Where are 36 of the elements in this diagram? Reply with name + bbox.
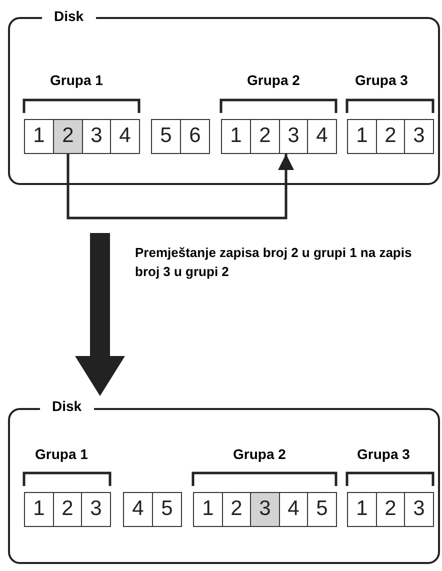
record-cell: 2 (53, 492, 82, 527)
record-cell: 2 (53, 119, 83, 154)
record-cell: 5 (151, 119, 181, 154)
record-cell: 3 (404, 119, 434, 154)
record-cell: 1 (24, 119, 54, 154)
panel-title: Disk (40, 398, 94, 414)
group-label: Grupa 3 (355, 72, 408, 88)
record-cell: 4 (110, 119, 140, 154)
record-cell: 3 (82, 119, 111, 154)
record-cell: 4 (279, 492, 308, 527)
arrow (66, 154, 294, 220)
group-label: Grupa 3 (357, 446, 410, 462)
record-cell: 5 (152, 492, 182, 527)
record-cell: 2 (250, 119, 280, 154)
panel-title: Disk (42, 8, 96, 24)
arrow (75, 233, 125, 396)
record-cell: 1 (347, 119, 377, 154)
record-cell: 5 (307, 492, 337, 527)
record-cell: 1 (193, 492, 223, 527)
record-cell: 1 (24, 492, 54, 527)
group-label: Grupa 2 (233, 446, 286, 462)
group-label: Grupa 2 (247, 72, 300, 88)
record-cell: 4 (123, 492, 153, 527)
record-cell: 2 (222, 492, 251, 527)
record-cell: 3 (250, 492, 280, 527)
record-cell: 1 (347, 492, 377, 527)
record-cell: 3 (404, 492, 434, 527)
record-cell: 4 (307, 119, 337, 154)
record-cell: 2 (376, 492, 405, 527)
group-label: Grupa 1 (50, 72, 103, 88)
record-cell: 3 (81, 492, 111, 527)
record-cell: 3 (279, 119, 308, 154)
group-label: Grupa 1 (35, 446, 88, 462)
record-cell: 6 (180, 119, 210, 154)
record-cell: 2 (376, 119, 405, 154)
record-cell: 1 (221, 119, 251, 154)
